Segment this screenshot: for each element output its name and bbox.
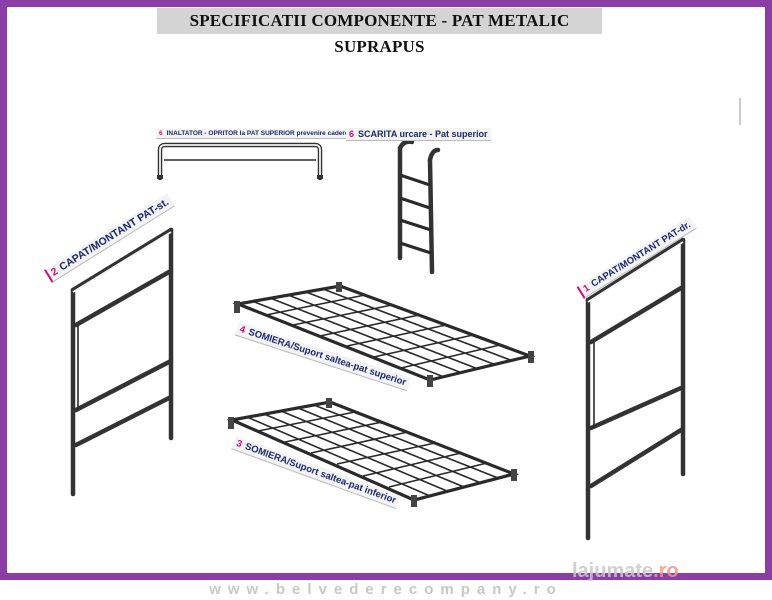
right-headboard-drawing: [585, 237, 686, 541]
lower-bed-base-drawing: [226, 398, 520, 507]
page-title: SPECIFICATII COMPONENTE - PAT METALIC SU…: [157, 8, 602, 56]
footer-website[interactable]: www.belvederecompany.ro: [209, 581, 563, 598]
page-frame: [0, 0, 772, 580]
left-headboard-drawing: [70, 227, 174, 497]
guard-rail-drawing: [157, 142, 323, 181]
watermark-logo: lajumate.ro: [572, 560, 679, 582]
ladder-drawing: [397, 139, 441, 275]
upper-bed-base-drawing: [232, 282, 536, 387]
